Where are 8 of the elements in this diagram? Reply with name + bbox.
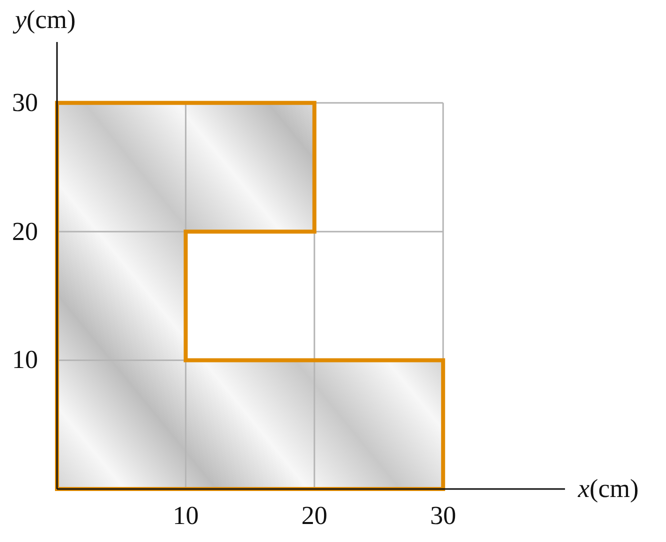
- axis-label: y(cm): [15, 7, 76, 33]
- tick-label: 10: [12, 347, 38, 374]
- tick-label: 20: [301, 503, 328, 529]
- axis-label: x(cm): [578, 476, 639, 502]
- tick-label: 30: [12, 90, 38, 116]
- tick-label: 20: [12, 218, 38, 245]
- tick-label: 10: [172, 503, 199, 529]
- tick-label: 30: [430, 503, 456, 529]
